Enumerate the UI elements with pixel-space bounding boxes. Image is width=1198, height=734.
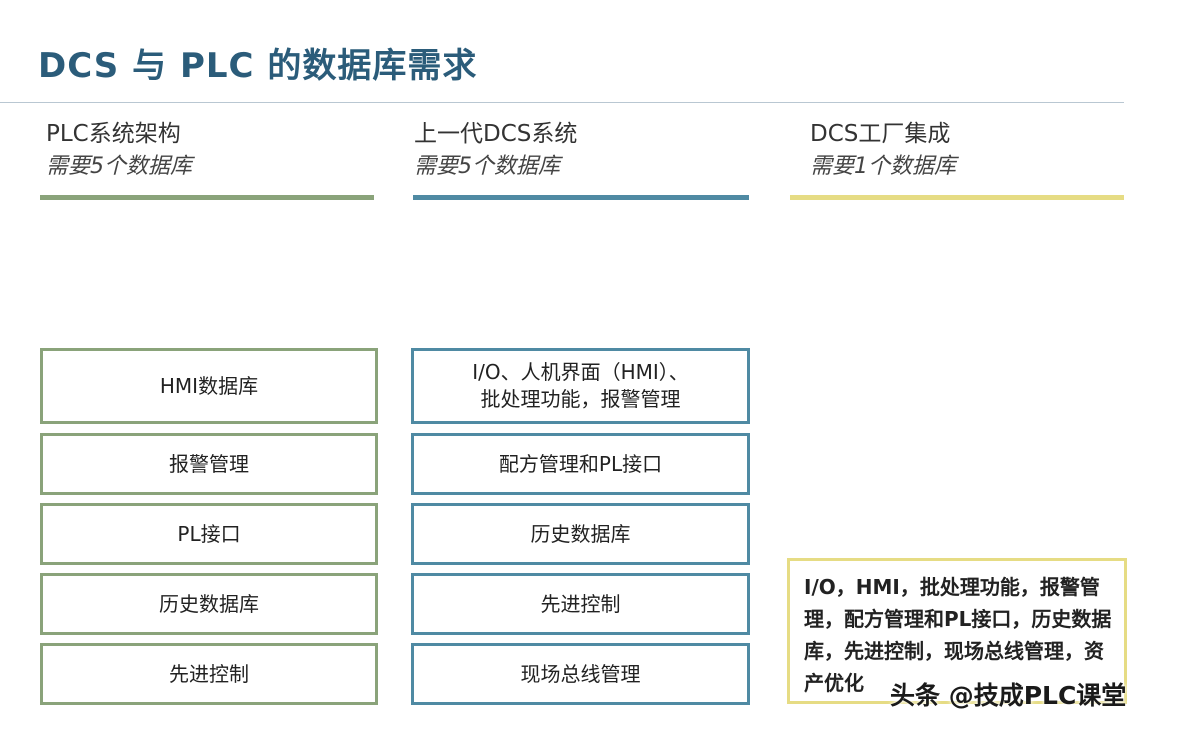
- column-plc-rule: [40, 195, 374, 200]
- plc-db-box-advanced-control: 先进控制: [40, 643, 378, 705]
- column-legacy-dcs-subtitle: 需要5个数据库: [414, 154, 560, 179]
- plc-db-box-alarm: 报警管理: [40, 433, 378, 495]
- column-legacy-dcs-name: 上一代DCS系统: [414, 121, 578, 147]
- column-dcs-plant-header: DCS工厂集成 需要1个数据库: [810, 118, 956, 184]
- column-plc-subtitle: 需要5个数据库: [46, 154, 192, 179]
- plc-db-box-history: 历史数据库: [40, 573, 378, 635]
- dcs-plant-db-box-unified: I/O，HMI，批处理功能，报警管理，配方管理和PL接口，历史数据库，先进控制，…: [787, 558, 1127, 704]
- legacy-dcs-db-box-advanced-control: 先进控制: [411, 573, 750, 635]
- column-dcs-plant-rule: [790, 195, 1124, 200]
- column-plc-header: PLC系统架构 需要5个数据库: [46, 118, 192, 184]
- legacy-dcs-db-box-history: 历史数据库: [411, 503, 750, 565]
- plc-db-box-pl-interface: PL接口: [40, 503, 378, 565]
- plc-db-box-hmi: HMI数据库: [40, 348, 378, 424]
- column-dcs-plant-name: DCS工厂集成: [810, 121, 951, 147]
- title-divider: [0, 102, 1124, 103]
- watermark: 头条 @技成PLC课堂: [890, 681, 1127, 710]
- page-title: DCS 与 PLC 的数据库需求: [38, 46, 478, 86]
- column-plc-name: PLC系统架构: [46, 121, 181, 147]
- column-legacy-dcs-rule: [413, 195, 749, 200]
- column-legacy-dcs-header: 上一代DCS系统 需要5个数据库: [414, 118, 577, 184]
- column-dcs-plant-subtitle: 需要1个数据库: [810, 154, 956, 179]
- legacy-dcs-db-box-recipe: 配方管理和PL接口: [411, 433, 750, 495]
- legacy-dcs-db-box-fieldbus: 现场总线管理: [411, 643, 750, 705]
- legacy-dcs-db-box-io-hmi: I/O、人机界面（HMI）、 批处理功能，报警管理: [411, 348, 750, 424]
